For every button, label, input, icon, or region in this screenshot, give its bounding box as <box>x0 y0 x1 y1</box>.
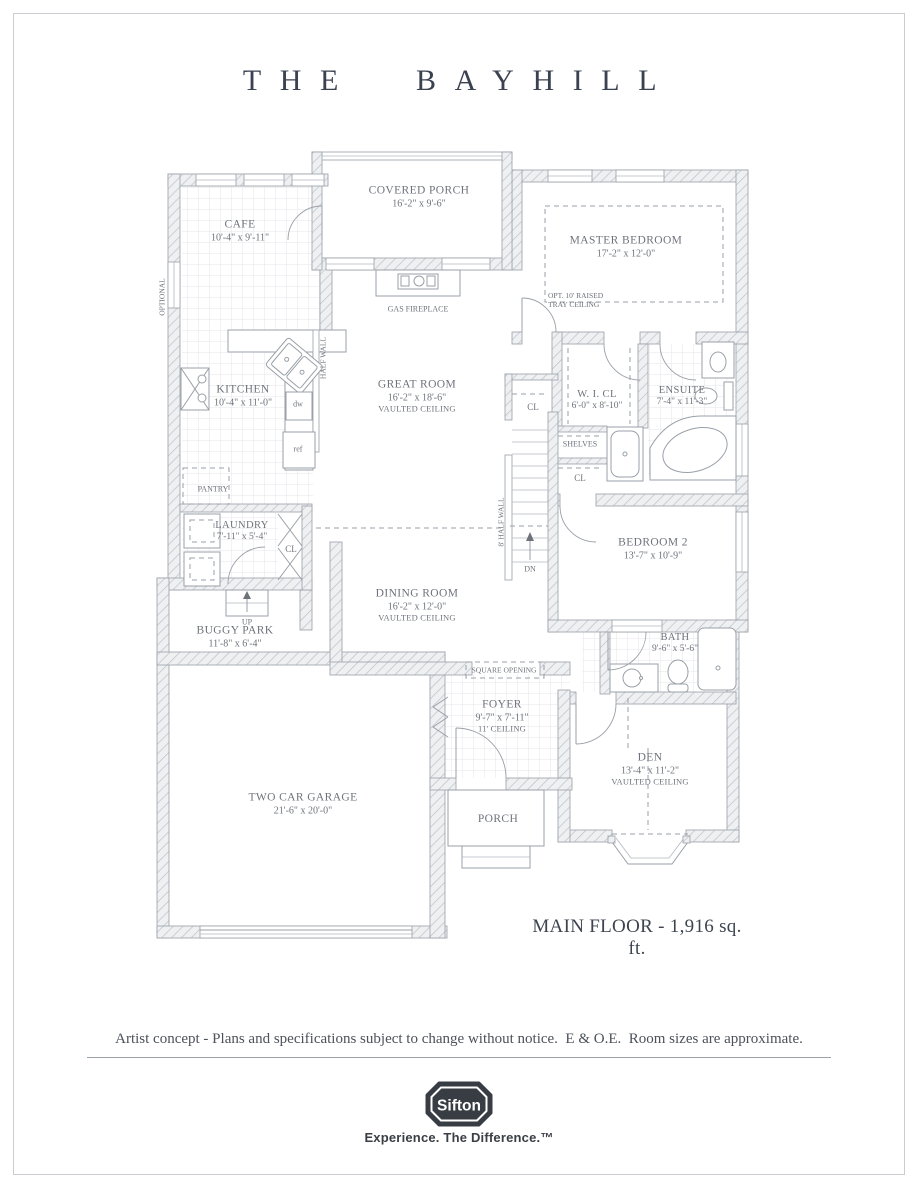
half-wall-8-label: 8' HALF WALL <box>496 497 506 547</box>
down-label: DN <box>524 564 536 574</box>
room-label-foyer: FOYER 9'-7" x 7'-11" 11' CEILING <box>475 698 529 734</box>
room-label-cafe: CAFE 10'-4" x 9'-11" <box>210 218 270 243</box>
stairs <box>316 393 548 581</box>
refrigerator-label: ref <box>293 444 303 454</box>
buggy-park-steps <box>225 589 269 617</box>
sifton-logo: Sifton <box>424 1081 494 1127</box>
dashed-features <box>465 205 724 835</box>
windows <box>167 169 749 939</box>
room-label-bedroom2: BEDROOM 2 13'-7" x 10'-9" <box>618 536 688 561</box>
half-wall-label: HALF WALL <box>318 336 328 380</box>
square-opening-label: SQUARE OPENING <box>471 665 537 675</box>
disclaimer-text: Artist concept - Plans and specification… <box>115 1031 803 1047</box>
room-label-den: DEN 13'-4" x 11'-2" VAULTED CEILING <box>611 751 689 787</box>
room-label-buggy-park: BUGGY PARK 11'-8" x 6'-4" <box>196 624 274 649</box>
door-swings <box>227 205 697 779</box>
room-label-great-room: GREAT ROOM 16'-2" x 18'-6" VAULTED CEILI… <box>377 378 457 414</box>
closet-label-bedroom: CL <box>574 473 586 483</box>
room-label-kitchen: KITCHEN 10'-4" x 11'-0" <box>213 383 273 408</box>
interior-walls <box>179 331 749 843</box>
closet-label-hall: CL <box>527 402 539 412</box>
front-porch-structure <box>447 789 545 869</box>
room-label-bath: BATH 9'-6" x 5'-6" <box>651 632 699 655</box>
kitchen-sink <box>265 337 323 394</box>
room-label-laundry: LAUNDRY 7'-11" x 5'-4" <box>215 520 269 543</box>
bath-fixtures <box>609 627 737 693</box>
pantry-label: PANTRY <box>197 484 229 494</box>
room-label-covered-porch: COVERED PORCH 16'-2" x 9'-6" <box>368 184 470 209</box>
laundry-fixtures <box>183 513 303 587</box>
bay-window <box>607 835 691 865</box>
stove <box>180 367 210 411</box>
gas-fireplace-label: GAS FIREPLACE <box>387 304 449 314</box>
optional-window-label: OPTIONAL <box>157 278 167 316</box>
plan-title: THE BAYHILL <box>242 64 676 97</box>
gas-fireplace <box>375 269 461 297</box>
sifton-logo-text: Sifton <box>437 1098 481 1115</box>
footer-divider <box>87 1057 831 1058</box>
room-label-master-bedroom: MASTER BEDROOM 17'-2" x 12'-0" <box>569 234 683 259</box>
dishwasher-label: dw <box>293 399 303 409</box>
sifton-logo-badge: Sifton <box>425 1081 493 1127</box>
closet-details <box>558 348 631 469</box>
room-label-garage: TWO CAR GARAGE 21'-6" x 20'-0" <box>248 791 358 816</box>
room-label-walk-in-closet: W. I. CL 6'-0" x 8'-10" <box>571 389 623 412</box>
room-label-porch: PORCH <box>477 813 519 826</box>
main-floor-area-label: MAIN FLOOR - 1,916 sq. ft. <box>532 916 742 959</box>
kitchen-fixtures <box>180 329 347 505</box>
room-label-ensuite: ENSUITE 7'-4" x 11'-3" <box>656 385 708 408</box>
tray-ceiling-note: OPT. 10' RAISED TRAY CEILING <box>548 291 604 310</box>
up-label: UP <box>241 617 253 627</box>
ensuite-fixtures <box>606 341 737 482</box>
closet-label-laundry: CL <box>285 544 297 554</box>
covered-porch-structure <box>311 151 513 271</box>
shelves-label: SHELVES <box>562 439 598 449</box>
shower <box>606 426 644 482</box>
brand-tagline: Experience. The Difference.™ <box>364 1130 554 1145</box>
room-label-dining-room: DINING ROOM 16'-2" x 12'-0" VAULTED CEIL… <box>375 587 459 623</box>
